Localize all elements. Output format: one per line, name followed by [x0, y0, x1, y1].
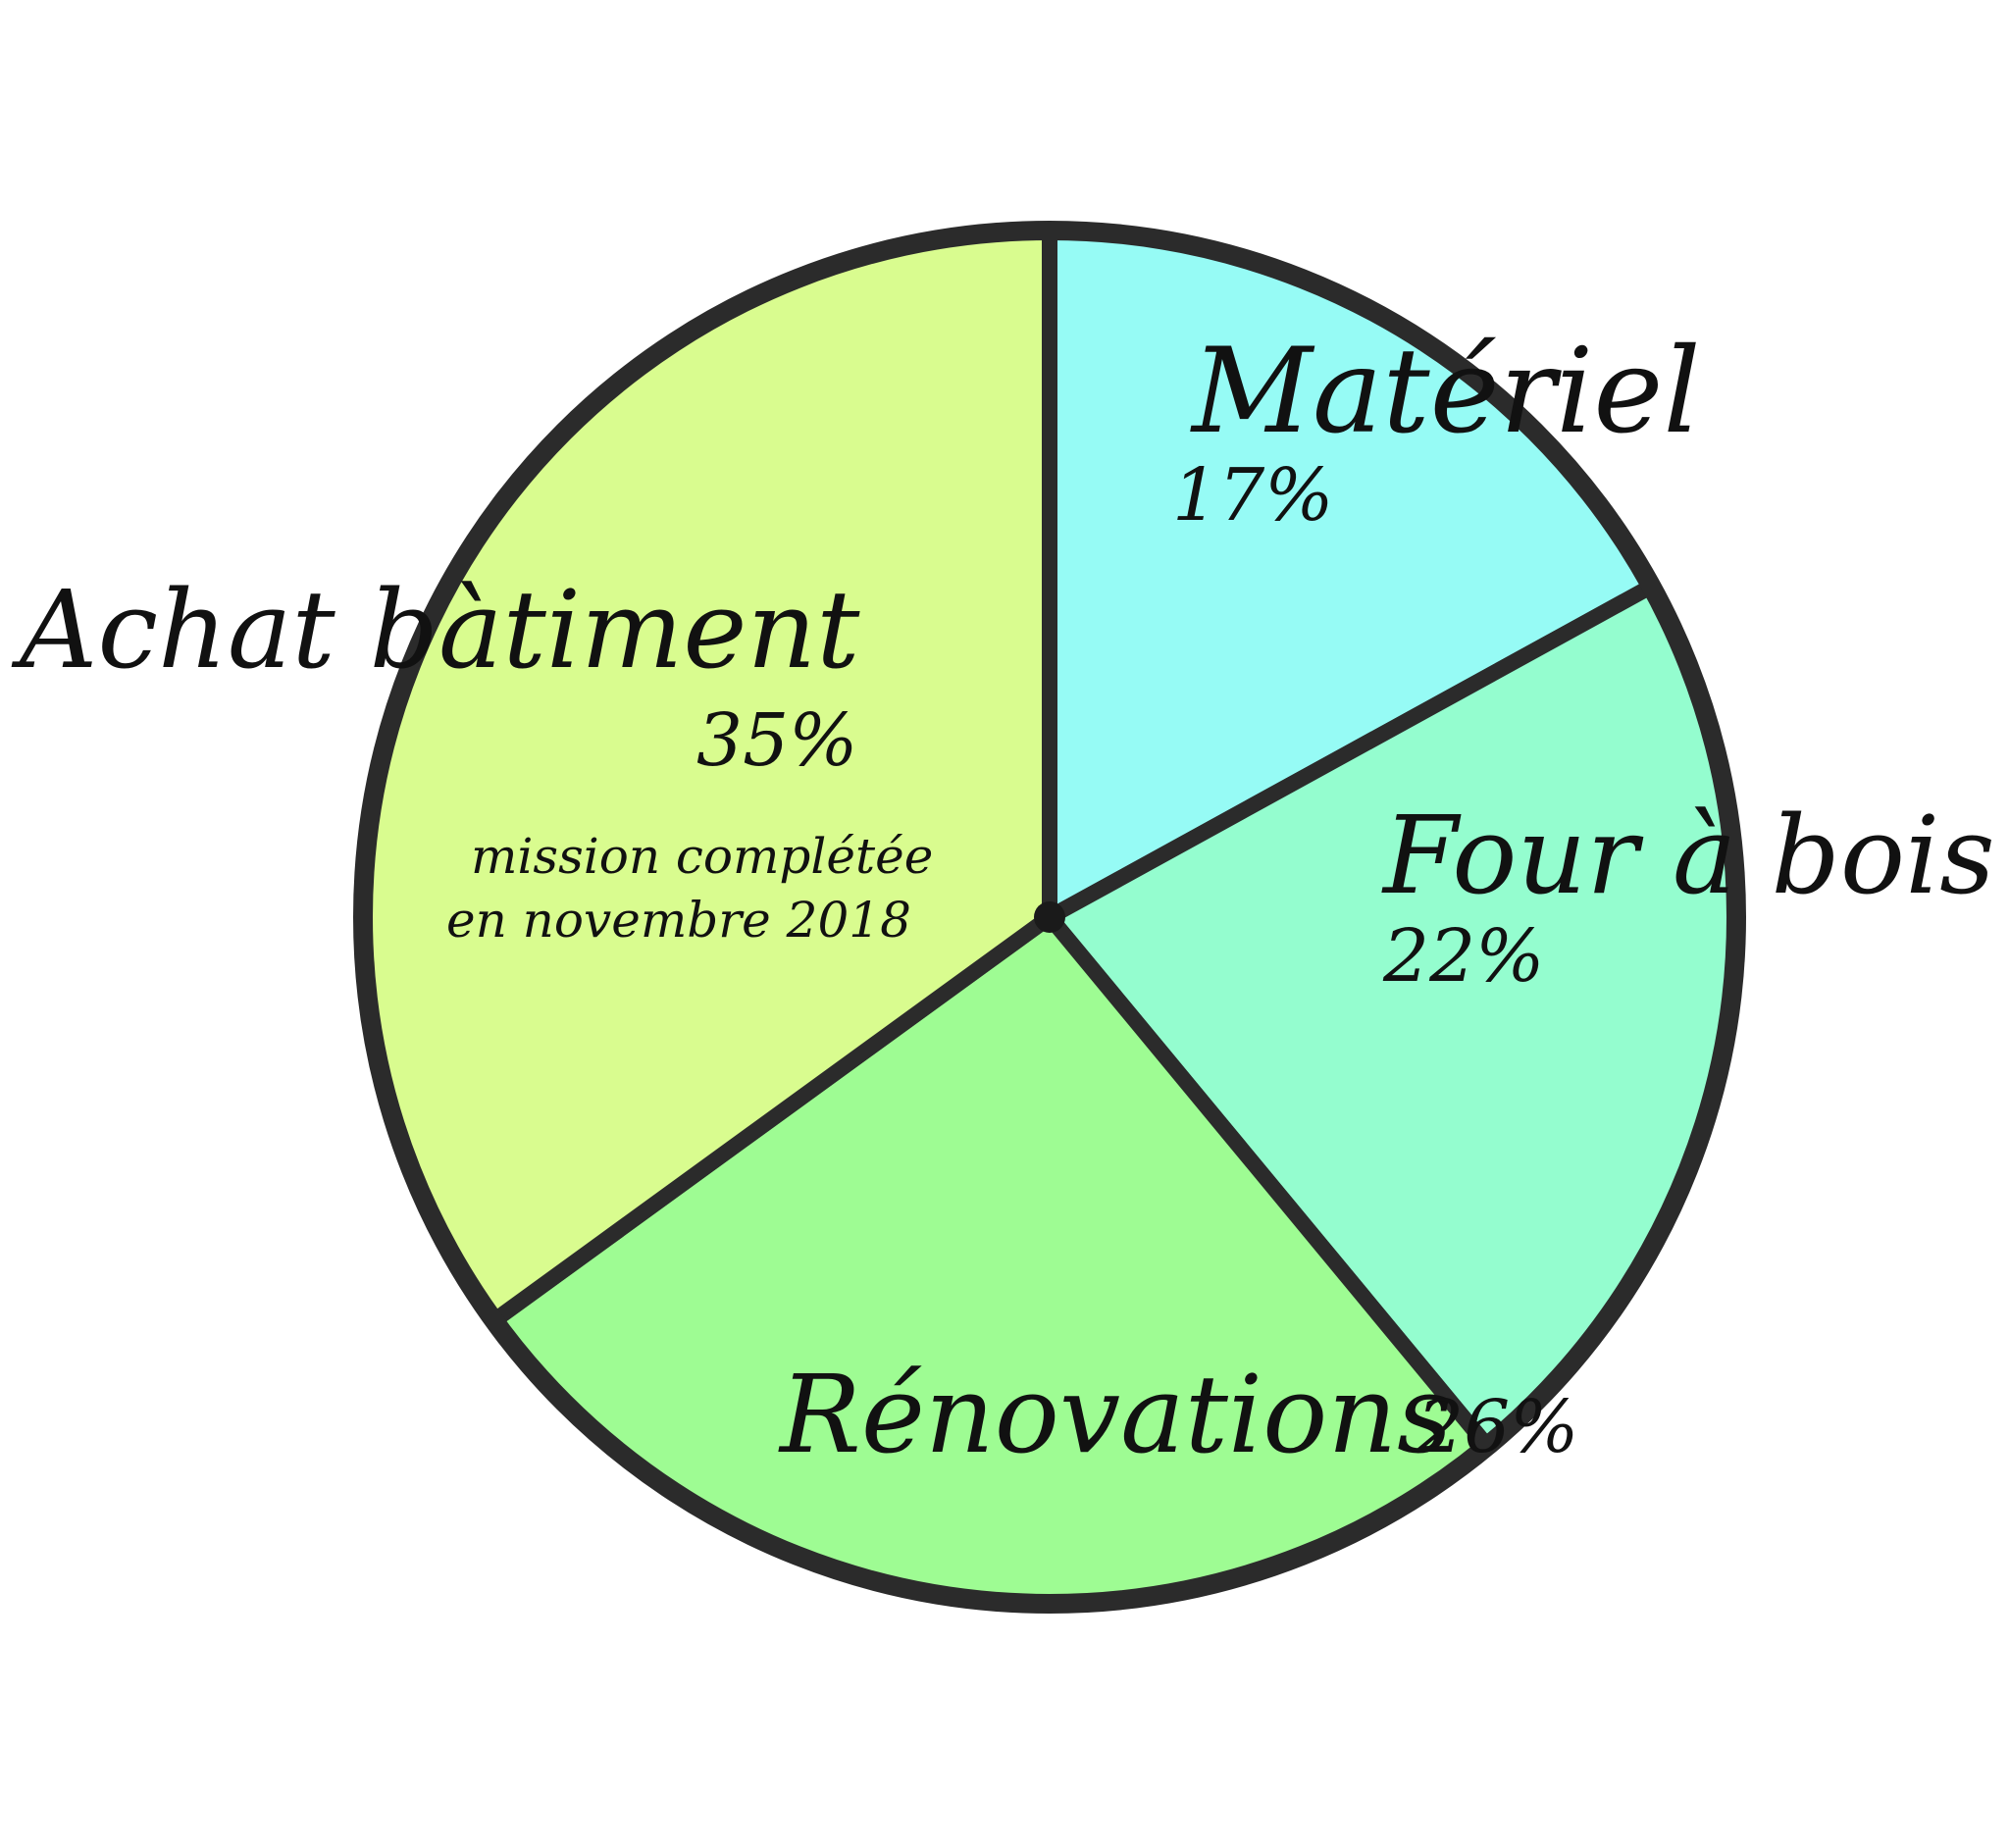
slice-label-achat-batiment: Achat bàtiment: [11, 567, 860, 693]
slice-label-four-a-bois: Four à bois: [1381, 793, 1995, 918]
slice-value-achat-batiment: 35%: [696, 698, 857, 783]
slice-label-materiel: Matériel: [1190, 324, 1701, 460]
annotation-line-2: en novembre 2018: [446, 892, 911, 949]
pie-center-dot: [1034, 901, 1065, 933]
slice-value-four-a-bois: 22%: [1382, 914, 1544, 999]
slice-value-materiel: 17%: [1172, 453, 1333, 538]
slice-value-renovations: 26%: [1417, 1385, 1578, 1469]
slice-label-renovations: Rénovations: [778, 1352, 1453, 1477]
pie-outline: [353, 221, 1746, 1614]
annotation-line-1: mission complétée: [471, 828, 933, 885]
